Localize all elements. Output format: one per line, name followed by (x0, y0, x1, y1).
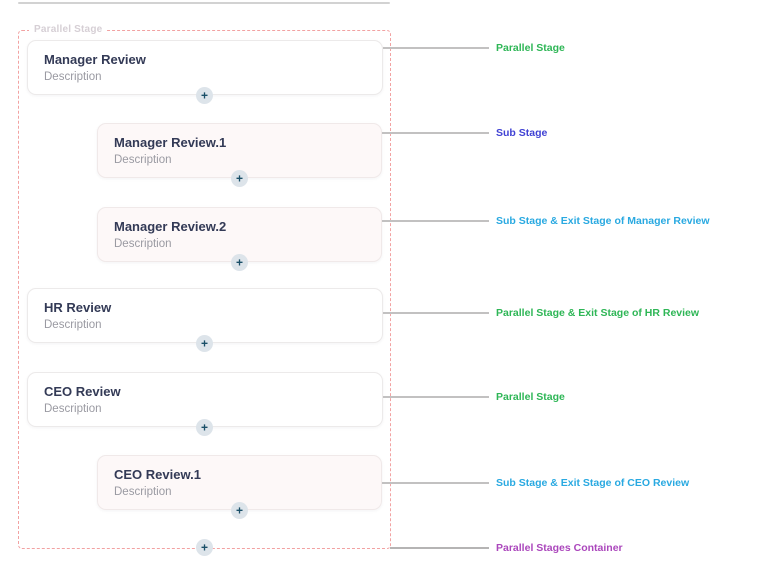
stage-description: Description (114, 154, 172, 166)
stage-description: Description (114, 486, 172, 498)
stage-title: CEO Review.1 (114, 467, 201, 482)
stage-title: Manager Review.2 (114, 219, 227, 234)
add-sub-stage-button[interactable]: + (196, 419, 213, 436)
stage-card-ceo-review[interactable]: CEO Review Description (27, 372, 383, 427)
plus-icon: + (235, 503, 243, 517)
stage-title: Manager Review (44, 52, 146, 67)
stage-title: Manager Review.1 (114, 135, 227, 150)
add-parallel-stage-button[interactable]: + (196, 539, 213, 556)
annotation-label-parallel-stage: Parallel Stage (496, 42, 565, 54)
stage-card-manager-review-2[interactable]: Manager Review.2 Description (97, 207, 382, 262)
stage-card-manager-review[interactable]: Manager Review Description (27, 40, 383, 95)
stage-description: Description (44, 71, 102, 83)
annotation-label-sub-exit-ceo: Sub Stage & Exit Stage of CEO Review (496, 477, 690, 489)
container-label: Parallel Stage (29, 24, 108, 35)
stage-title: HR Review (44, 300, 112, 315)
annotation-label-sub-stage: Sub Stage (496, 127, 548, 139)
stage-description: Description (44, 319, 102, 331)
stage-title: CEO Review (44, 384, 121, 399)
annotation-label-parallel-stage-2: Parallel Stage (496, 391, 565, 403)
connector-line (383, 312, 489, 314)
add-sub-stage-button[interactable]: + (231, 502, 248, 519)
add-sub-stage-button[interactable]: + (196, 87, 213, 104)
annotation-label-parallel-container: Parallel Stages Container (496, 542, 623, 554)
annotation-label-parallel-exit-hr: Parallel Stage & Exit Stage of HR Review (496, 307, 700, 319)
add-sub-stage-button[interactable]: + (231, 170, 248, 187)
plus-icon: + (200, 540, 208, 554)
plus-icon: + (200, 88, 208, 102)
connector-line (383, 396, 489, 398)
add-sub-stage-button[interactable]: + (231, 254, 248, 271)
plus-icon: + (200, 336, 208, 350)
add-sub-stage-button[interactable]: + (196, 335, 213, 352)
plus-icon: + (235, 171, 243, 185)
top-divider (18, 2, 390, 4)
stage-description: Description (44, 403, 102, 415)
connector-line (382, 132, 489, 134)
connector-line (383, 47, 489, 49)
plus-icon: + (200, 420, 208, 434)
annotation-label-sub-exit-manager: Sub Stage & Exit Stage of Manager Review (496, 215, 710, 227)
connector-line (382, 220, 489, 222)
plus-icon: + (235, 255, 243, 269)
connector-line (382, 482, 489, 484)
stage-description: Description (114, 238, 172, 250)
stage-card-ceo-review-1[interactable]: CEO Review.1 Description (97, 455, 382, 510)
connector-line (390, 547, 489, 549)
